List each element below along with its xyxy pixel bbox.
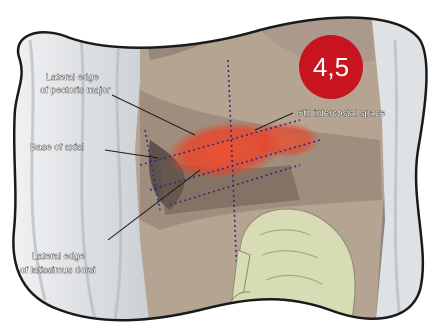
label-latissimus-line2: of latissimus dorsi	[20, 265, 96, 276]
label-pectoris-line2: of pectoris major	[40, 85, 110, 96]
badge-text: 4,5	[313, 52, 349, 82]
number-badge: 4,5	[299, 35, 363, 99]
label-latissimus-line1: Lateral edge	[32, 251, 85, 262]
label-intercostal: 5th intercostal space	[298, 108, 385, 119]
label-axial: Base of axial	[30, 142, 84, 153]
label-pectoris-line1: Lateral edge	[46, 72, 99, 83]
